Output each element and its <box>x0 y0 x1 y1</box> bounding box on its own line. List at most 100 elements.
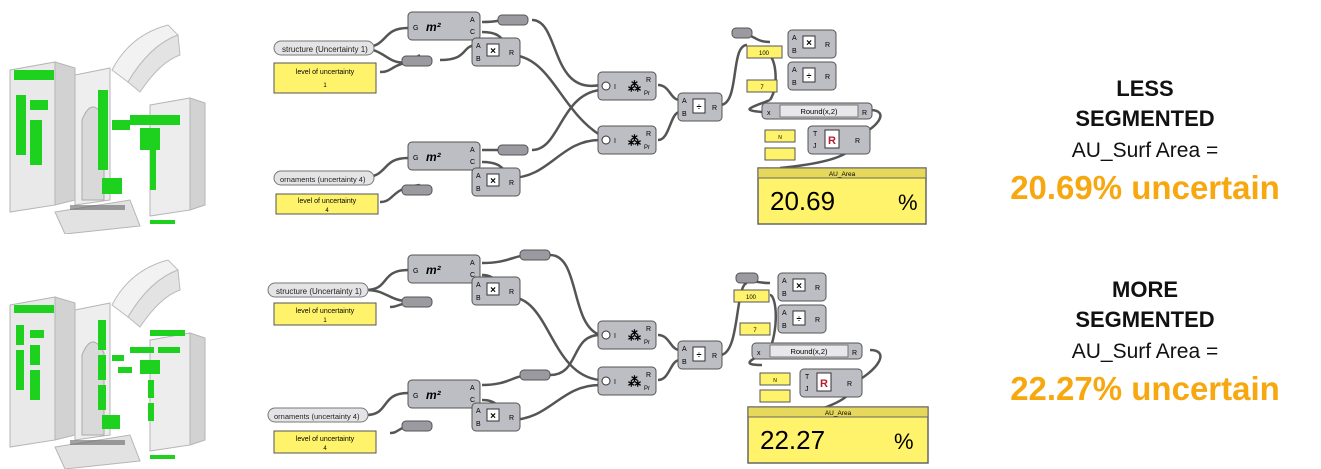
area-input-g: G <box>413 25 418 32</box>
relay-node[interactable] <box>735 272 759 284</box>
constant-7-panel[interactable]: 7 <box>746 79 778 93</box>
text-formatter-component[interactable]: T J R R <box>807 125 871 155</box>
formatter-input-t: T <box>805 374 810 381</box>
division-component[interactable]: A B ÷ R <box>677 340 723 370</box>
div-input-a: A <box>782 310 787 317</box>
au-area-value: 22.27 <box>760 425 825 455</box>
area-component[interactable]: G m² A C <box>407 11 481 41</box>
mult-output-r: R <box>509 415 514 422</box>
relay-node[interactable] <box>497 14 529 26</box>
expression-input-x: x <box>767 110 771 117</box>
constant-n-value: N <box>773 378 777 384</box>
division-component[interactable]: A B ÷ R <box>677 92 723 122</box>
formatter-input-j: J <box>813 143 817 150</box>
multiplication-component[interactable]: A B × R <box>471 276 521 306</box>
level-of-uncertainty-panel-ornaments[interactable]: level of uncertainty 4 <box>273 430 377 454</box>
level-of-uncertainty-panel-ornaments[interactable]: level of uncertainty 4 <box>275 193 379 215</box>
multiplication-component[interactable]: A B × R <box>471 37 521 67</box>
divide-icon <box>792 310 806 326</box>
relay-node[interactable] <box>401 55 433 67</box>
constant-100-panel[interactable]: 100 <box>746 45 783 59</box>
mult-input-b: B <box>782 291 787 298</box>
level-value: 4 <box>325 208 329 214</box>
mult-input-a: A <box>476 408 481 415</box>
level-of-uncertainty-panel-structure[interactable]: level of uncertainty 1 <box>273 62 377 94</box>
mult-output-r: R <box>815 285 820 292</box>
grasshopper-canvas[interactable]: structure (Uncertainty 1) level of uncer… <box>250 0 950 234</box>
ornaments-input-param[interactable]: ornaments (uncertainty 4) <box>267 407 369 423</box>
empty-panel[interactable] <box>759 389 791 403</box>
expression-text: Round(x,2) <box>800 107 838 116</box>
relay-node[interactable] <box>401 296 433 308</box>
constant-100-panel[interactable]: 100 <box>733 289 770 303</box>
mass-addition-component[interactable]: I ⁂ R Pr <box>597 71 657 101</box>
ornaments-input-param[interactable]: ornaments (uncertainty 4) <box>273 170 375 186</box>
structure-input-param[interactable]: structure (Uncertainty 1) <box>267 282 369 298</box>
div-input-b: B <box>782 323 787 330</box>
expression-output-r: R <box>852 350 857 357</box>
svg-text:R: R <box>828 135 836 147</box>
ornament-highlight <box>148 403 154 421</box>
svg-text:×: × <box>490 176 496 187</box>
graft-icon <box>601 330 611 340</box>
ornament-highlight <box>148 380 154 398</box>
format-icon <box>824 129 840 149</box>
mass-addition-component[interactable]: I ⁂ R Pr <box>597 320 657 350</box>
relay-node[interactable] <box>401 184 433 196</box>
level-value: 1 <box>323 318 327 324</box>
division-component[interactable]: A B ÷ R <box>787 61 837 91</box>
relay-node[interactable] <box>401 420 433 432</box>
level-label: level of uncertainty <box>296 436 355 443</box>
multiplication-component[interactable]: A B × R <box>471 402 521 432</box>
formatter-input-t: T <box>813 131 818 138</box>
area-component[interactable]: G m² A C <box>407 141 481 171</box>
text-formatter-component[interactable]: T J R R <box>799 368 863 398</box>
level-label: level of uncertainty <box>296 69 355 76</box>
relay-node[interactable] <box>731 27 753 39</box>
constant-7-value: 7 <box>753 328 757 334</box>
mass-addition-component[interactable]: I ⁂ R Pr <box>597 366 657 396</box>
au-area-output-panel[interactable]: AU_Area 22.27 % <box>747 406 929 464</box>
area-component[interactable]: G m² A C <box>407 254 481 284</box>
summary-title-line2: SEGMENTED <box>1075 106 1215 131</box>
mass-output-r: R <box>646 77 651 84</box>
mult-output-r: R <box>509 50 514 57</box>
mass-output-r: R <box>646 131 651 138</box>
constant-n-panel[interactable]: N <box>764 129 796 143</box>
relay-node[interactable] <box>519 249 551 261</box>
level-of-uncertainty-panel-structure[interactable]: level of uncertainty 1 <box>273 302 377 326</box>
multiplication-component[interactable]: A B × R <box>471 167 521 197</box>
format-icon <box>816 372 832 392</box>
constant-100-value: 100 <box>759 51 770 57</box>
relay-node[interactable] <box>497 144 529 156</box>
area-input-g: G <box>413 268 418 275</box>
empty-panel[interactable] <box>764 147 796 161</box>
model-less-segmented-image <box>9 24 206 234</box>
multiplication-component[interactable]: A B × R <box>787 29 837 59</box>
constant-7-panel[interactable]: 7 <box>739 322 771 336</box>
ornament-highlight <box>98 355 106 380</box>
summary-title-line1: MORE <box>1112 277 1178 302</box>
relay-node[interactable] <box>519 369 551 381</box>
summary-title-line1: LESS <box>1116 76 1174 101</box>
ornament-highlight <box>112 355 124 361</box>
expression-round-component[interactable]: x Round(x,2) R <box>751 342 863 360</box>
more-segmented-summary: MORE SEGMENTED AU_Surf Area = 22.27% unc… <box>980 275 1310 409</box>
level-label: level of uncertainty <box>296 308 355 315</box>
mass-output-r: R <box>646 372 651 379</box>
multiply-icon <box>486 43 500 57</box>
expression-input-x: x <box>757 350 761 357</box>
mass-addition-component[interactable]: I ⁂ R Pr <box>597 125 657 155</box>
constant-n-panel[interactable]: N <box>759 372 791 386</box>
grasshopper-canvas[interactable]: structure (Uncertainty 1) level of uncer… <box>250 235 950 469</box>
divide-icon <box>802 67 816 83</box>
au-area-output-panel[interactable]: AU_Area 20.69 % <box>757 167 927 225</box>
structure-input-param[interactable]: structure (Uncertainty 1) <box>273 40 375 56</box>
multiplication-component[interactable]: A B × R <box>777 272 827 302</box>
au-area-value: 20.69 <box>770 186 835 216</box>
div-input-a: A <box>792 67 797 74</box>
ornament-highlight <box>150 330 185 336</box>
area-component[interactable]: G m² A C <box>407 379 481 409</box>
expression-round-component[interactable]: x Round(x,2) R <box>761 102 873 120</box>
division-component[interactable]: A B ÷ R <box>777 304 827 334</box>
